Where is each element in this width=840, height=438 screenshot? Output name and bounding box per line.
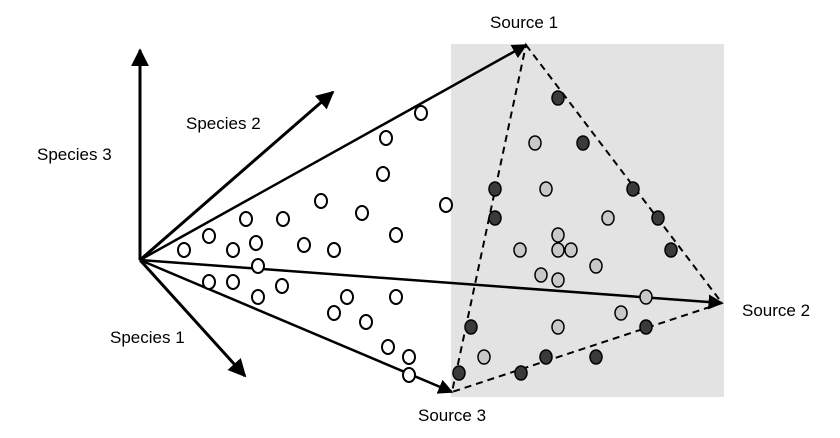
source-1-label: Source 1 [490,13,559,32]
open-point [276,211,290,227]
dark-point [626,181,640,197]
light-point [551,272,565,288]
dark-point [551,90,565,106]
open-point [439,197,453,213]
light-point [513,242,527,258]
dark-point [589,349,603,365]
species-1-label: Species 1 [110,328,185,347]
open-point [402,367,416,383]
dark-point [576,135,590,151]
open-point [251,289,265,305]
dark-point [664,242,678,258]
light-point [589,258,603,274]
dark-point [651,210,665,226]
open-point [414,105,428,121]
dark-point [464,319,478,335]
open-point [340,289,354,305]
open-point [239,211,253,227]
open-point [249,235,263,251]
open-point [327,242,341,258]
light-point [639,289,653,305]
source-2-label: Source 2 [742,301,811,320]
species-2-axis [139,90,335,262]
open-point [226,274,240,290]
open-point [389,227,403,243]
open-point [226,242,240,258]
dark-point [539,349,553,365]
light-point [539,181,553,197]
light-point [614,305,628,321]
open-point [402,349,416,365]
light-point [564,242,578,258]
source-2-vector [139,258,724,310]
light-point [477,349,491,365]
dark-point [452,365,466,381]
open-point [376,166,390,182]
open-point [251,258,265,274]
dark-point [488,181,502,197]
species-2-label: Species 2 [186,114,261,133]
source-1-vector [139,43,528,262]
open-point [202,228,216,244]
open-point [379,130,393,146]
light-point [551,242,565,258]
open-point [359,314,373,330]
light-point [601,210,615,226]
open-point [327,305,341,321]
source-3-vector [139,258,454,394]
open-point [202,274,216,290]
dark-point [639,319,653,335]
dark-point [514,365,528,381]
species-1-axis [138,258,247,378]
light-point [534,267,548,283]
light-point [551,227,565,243]
open-point [177,242,191,258]
light-point [551,319,565,335]
light-point [528,135,542,151]
open-point [314,193,328,209]
open-point [381,339,395,355]
open-point [297,237,311,253]
light-points [477,135,653,365]
open-point [355,205,369,221]
dark-point [488,210,502,226]
open-point [275,278,289,294]
dark-points [452,90,678,381]
open-points [177,105,453,383]
species-3-label: Species 3 [37,145,112,164]
open-point [389,289,403,305]
source-3-label: Source 3 [418,406,487,425]
